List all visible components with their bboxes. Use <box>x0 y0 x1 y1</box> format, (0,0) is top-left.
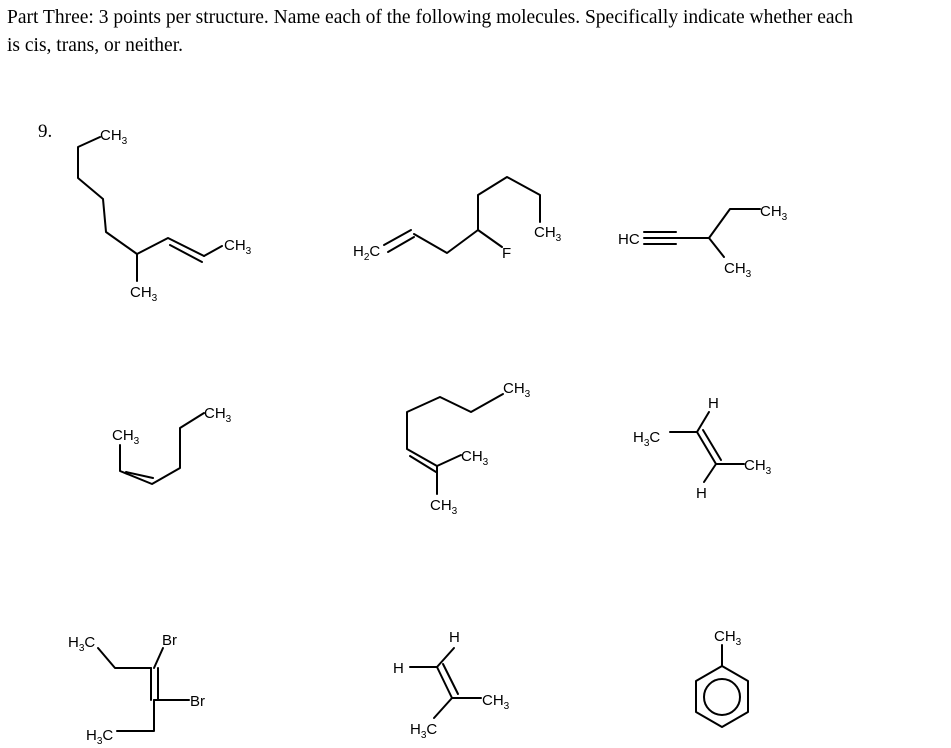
label-ch3: CH3 <box>112 427 140 447</box>
label-h: H <box>708 395 719 412</box>
molecule-7: H3C Br Br H3C <box>68 632 205 747</box>
label-h: H <box>393 660 404 677</box>
label-f: F <box>502 245 511 262</box>
label-h3c: H3C <box>410 721 437 741</box>
label-ch3: CH3 <box>744 457 772 477</box>
label-ch3: CH3 <box>534 224 562 244</box>
label-br: Br <box>162 632 177 649</box>
label-h: H <box>449 629 460 646</box>
molecule-4: CH3 CH3 <box>112 405 232 485</box>
molecule-3: HC CH3 CH3 <box>618 203 788 280</box>
instructions-line-2: is cis, trans, or neither. <box>7 35 184 56</box>
label-ch3: CH3 <box>714 628 742 648</box>
instructions-line-1: Part Three: 3 points per structure. Name… <box>7 7 853 28</box>
label-h: H <box>696 485 707 502</box>
instructions-text: Part Three: 3 points per structure. Name… <box>7 4 947 60</box>
label-h3c: H3C <box>86 727 113 747</box>
label-ch3: CH3 <box>461 448 489 468</box>
label-ch3: CH3 <box>724 260 752 280</box>
label-ch3: CH3 <box>503 380 531 400</box>
label-ch3: CH3 <box>224 237 252 257</box>
label-h3c: H3C <box>68 634 95 654</box>
molecule-6: H3C H CH3 H <box>633 395 772 502</box>
label-hc: HC <box>618 231 640 248</box>
label-h3c: H3C <box>633 429 660 449</box>
molecule-1: CH3 CH3 CH3 <box>77 127 252 304</box>
molecule-5: CH3 CH3 CH3 <box>406 380 531 517</box>
question-number: 9. <box>38 121 53 142</box>
label-ch3: CH3 <box>430 497 458 517</box>
molecule-8: H H CH3 H3C <box>393 629 510 741</box>
label-br: Br <box>190 693 205 710</box>
label-ch3: CH3 <box>130 284 158 304</box>
label-ch3: CH3 <box>760 203 788 223</box>
label-ch3: CH3 <box>482 692 510 712</box>
label-ch3: CH3 <box>204 405 232 425</box>
molecule-9: CH3 <box>695 628 749 728</box>
label-ch3: CH3 <box>100 127 128 147</box>
label-h2c: H2C <box>353 243 380 263</box>
molecule-2: H2C F CH3 <box>353 176 562 263</box>
